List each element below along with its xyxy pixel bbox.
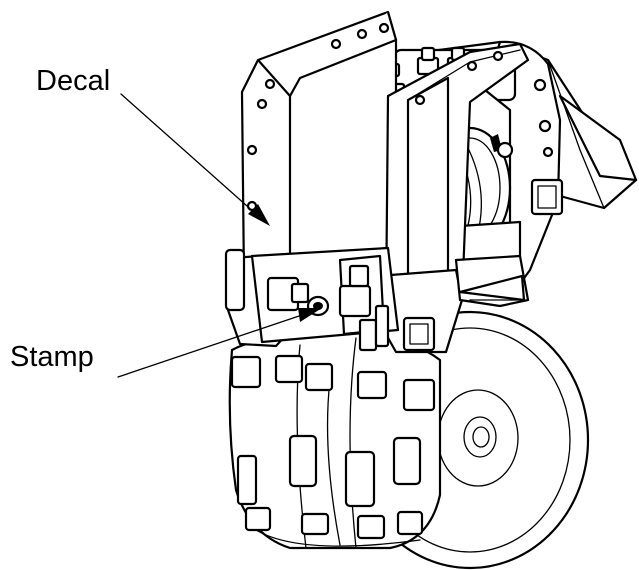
lower-linkage <box>224 246 400 352</box>
lower-bracket <box>454 254 530 308</box>
tread-wheel <box>228 330 442 550</box>
right-front-arm <box>376 42 530 354</box>
stamp-label: Stamp <box>10 341 94 373</box>
callout-leaders <box>117 93 322 378</box>
decal-label: Decal <box>36 65 110 97</box>
